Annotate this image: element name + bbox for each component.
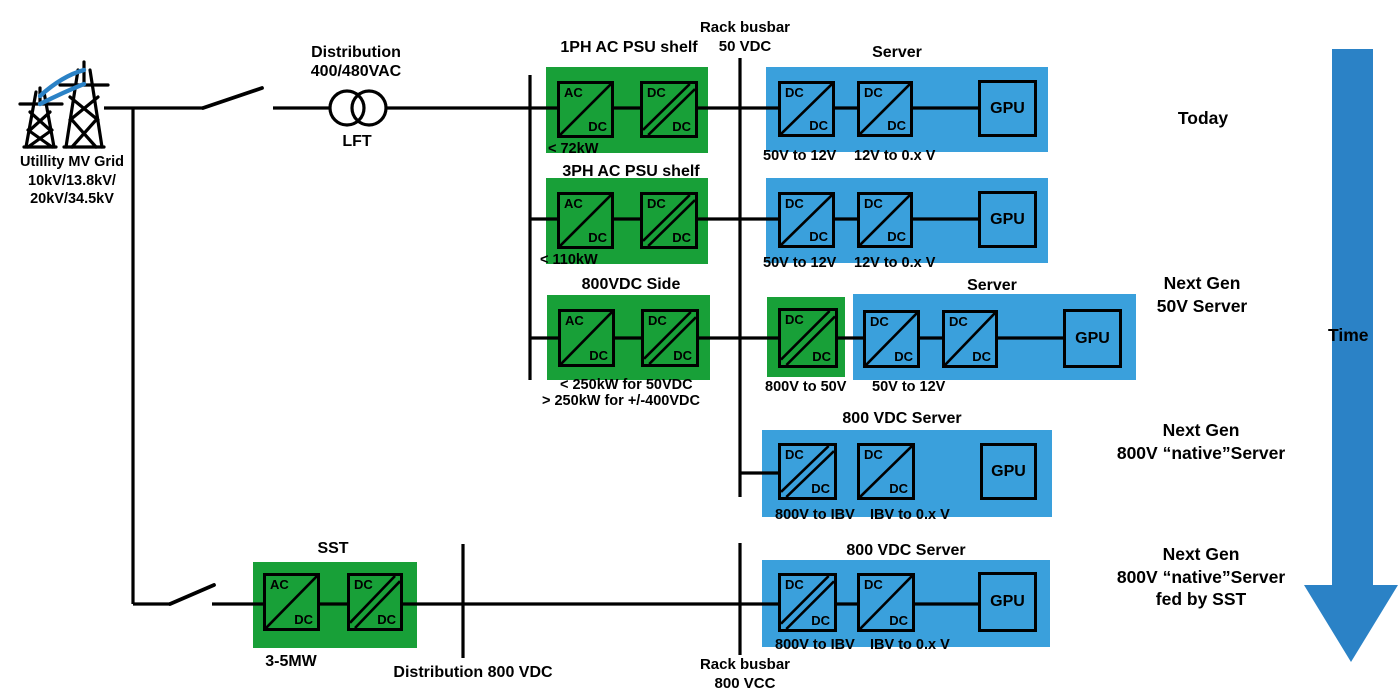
conv-caption: 12V to 0.x V [854,148,936,164]
conv-caption: 800V to IBV [775,507,855,523]
timeline-today: Today [1177,108,1229,128]
time-arrowhead-icon [1304,585,1398,662]
gpu-box: GPU [978,80,1037,137]
server-title-row4: 800 VDC Server [842,410,962,427]
shelf-title-1ph: 1PH AC PSU shelf [560,39,698,56]
disconnect-switch-bottom [168,583,216,606]
gpu-box: GPU [978,572,1037,632]
time-arrow-shaft [1332,49,1373,586]
conv-caption: 50V to 12V [763,255,837,271]
conv-caption: 12V to 0.x V [854,255,936,271]
server-title-row3: Server [967,277,1017,294]
lft-transformer-symbol [328,89,388,127]
shelf-caption-row2: < 110kW [540,252,598,268]
conv-caption: 800V to 50V [765,379,847,395]
conv-caption: 50V to 12V [872,379,946,395]
time-label: Time [1328,325,1369,345]
server-title-row5: 800 VDC Server [846,542,966,559]
server-title-row1: Server [872,44,922,61]
shelf-caption-row3b: > 250kW for +/-400VDC [542,393,700,409]
shelf-title-800vdc: 800VDC Side [581,276,681,293]
sst-title: SST [317,540,349,557]
lft-label: LFT [342,133,372,150]
distribution-800vdc-label: Distribution 800 VDC [393,664,553,681]
gpu-box: GPU [1063,309,1122,368]
disconnect-switch-top [201,86,264,110]
transmission-towers-icon [18,60,110,149]
sst-rating: 3-5MW [265,653,317,670]
conv-caption: IBV to 0.x V [870,507,950,523]
gpu-box: GPU [978,191,1037,248]
shelf-caption-row3a: < 250kW for 50VDC [560,377,693,393]
conv-caption: 800V to IBV [775,637,855,653]
gpu-box: GPU [980,443,1037,500]
shelf-title-3ph: 3PH AC PSU shelf [562,163,700,180]
conv-caption: 50V to 12V [763,148,837,164]
conv-caption: IBV to 0.x V [870,637,950,653]
shelf-caption-row1: < 72kW [548,141,599,157]
